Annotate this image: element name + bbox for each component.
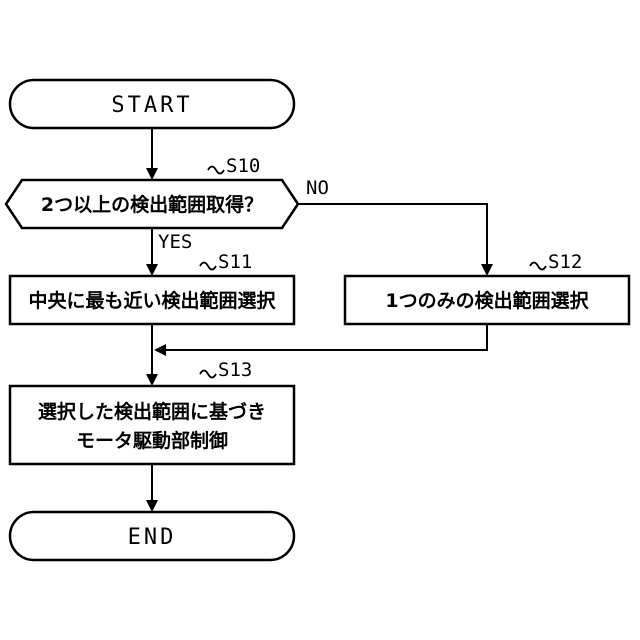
arrowhead (481, 264, 493, 276)
arrowhead (146, 168, 158, 180)
step-label-s11: S11 (218, 251, 252, 273)
step-tilde-s11 (200, 263, 216, 270)
arrowhead (154, 344, 166, 356)
start-label: START (111, 93, 192, 118)
yes-label: YES (158, 231, 192, 253)
decision-text: 2つ以上の検出範囲取得？ (41, 193, 263, 216)
no-label: NO (306, 177, 329, 199)
connector-s12-merge (162, 324, 487, 350)
step-label-s10: S10 (226, 155, 260, 177)
step-tilde-s10 (208, 167, 224, 174)
arrowhead (146, 374, 158, 386)
process-text-s13-line2: モータ駆動部制御 (76, 429, 228, 452)
process-text-s12: 1つのみの検出範囲選択 (385, 289, 589, 312)
end-label: END (128, 525, 177, 550)
step-label-s12: S12 (548, 251, 582, 273)
arrowhead (146, 500, 158, 512)
step-tilde-s12 (530, 263, 546, 270)
step-tilde-s13 (200, 371, 216, 378)
arrowhead (146, 264, 158, 276)
process-box-s13 (10, 386, 294, 464)
process-text-s13-line1: 選択した検出範囲に基づき (38, 400, 266, 423)
step-label-s13: S13 (218, 359, 252, 381)
connector-no-branch (298, 204, 487, 268)
process-text-s11: 中央に最も近い検出範囲選択 (28, 289, 276, 312)
